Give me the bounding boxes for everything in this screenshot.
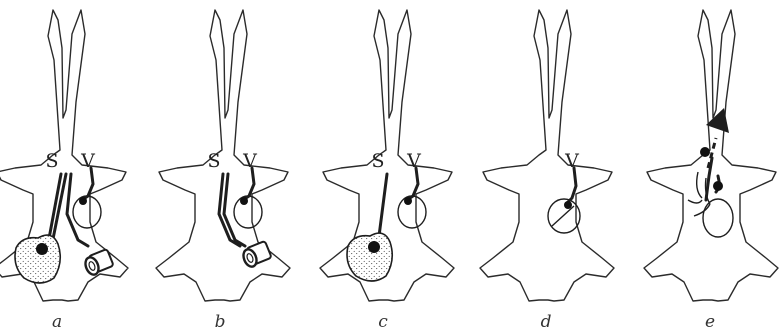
kidney-hilum xyxy=(79,197,87,205)
label-v: V xyxy=(564,150,579,172)
label-v: V xyxy=(80,150,95,172)
kidney-hilum xyxy=(564,201,572,209)
label-v: V xyxy=(406,150,421,172)
panel-a: S V a xyxy=(0,10,128,332)
transplant-hilum xyxy=(368,241,380,253)
label-s: S xyxy=(207,150,220,172)
label-s: S xyxy=(45,150,58,172)
panel-d: V d xyxy=(480,10,614,332)
panel-caption: c xyxy=(378,312,388,332)
transplant-hilum xyxy=(36,243,48,255)
panel-c: S V c xyxy=(320,10,454,332)
rabbit-outline xyxy=(480,10,614,301)
panel-e: e xyxy=(644,10,778,332)
kidney-hilum xyxy=(404,197,412,205)
panel-b: S V b xyxy=(156,10,290,332)
kidney-hilum xyxy=(713,181,723,191)
panel-caption: b xyxy=(215,312,226,332)
junction-dot xyxy=(700,147,710,157)
label-v: V xyxy=(242,150,257,172)
label-s: S xyxy=(371,150,384,172)
panel-caption: d xyxy=(541,312,552,332)
kidney-hilum xyxy=(240,197,248,205)
transplanted-kidney xyxy=(347,233,392,281)
panel-caption: e xyxy=(705,312,715,332)
panel-caption: a xyxy=(52,312,62,332)
transplanted-kidney xyxy=(15,235,60,283)
